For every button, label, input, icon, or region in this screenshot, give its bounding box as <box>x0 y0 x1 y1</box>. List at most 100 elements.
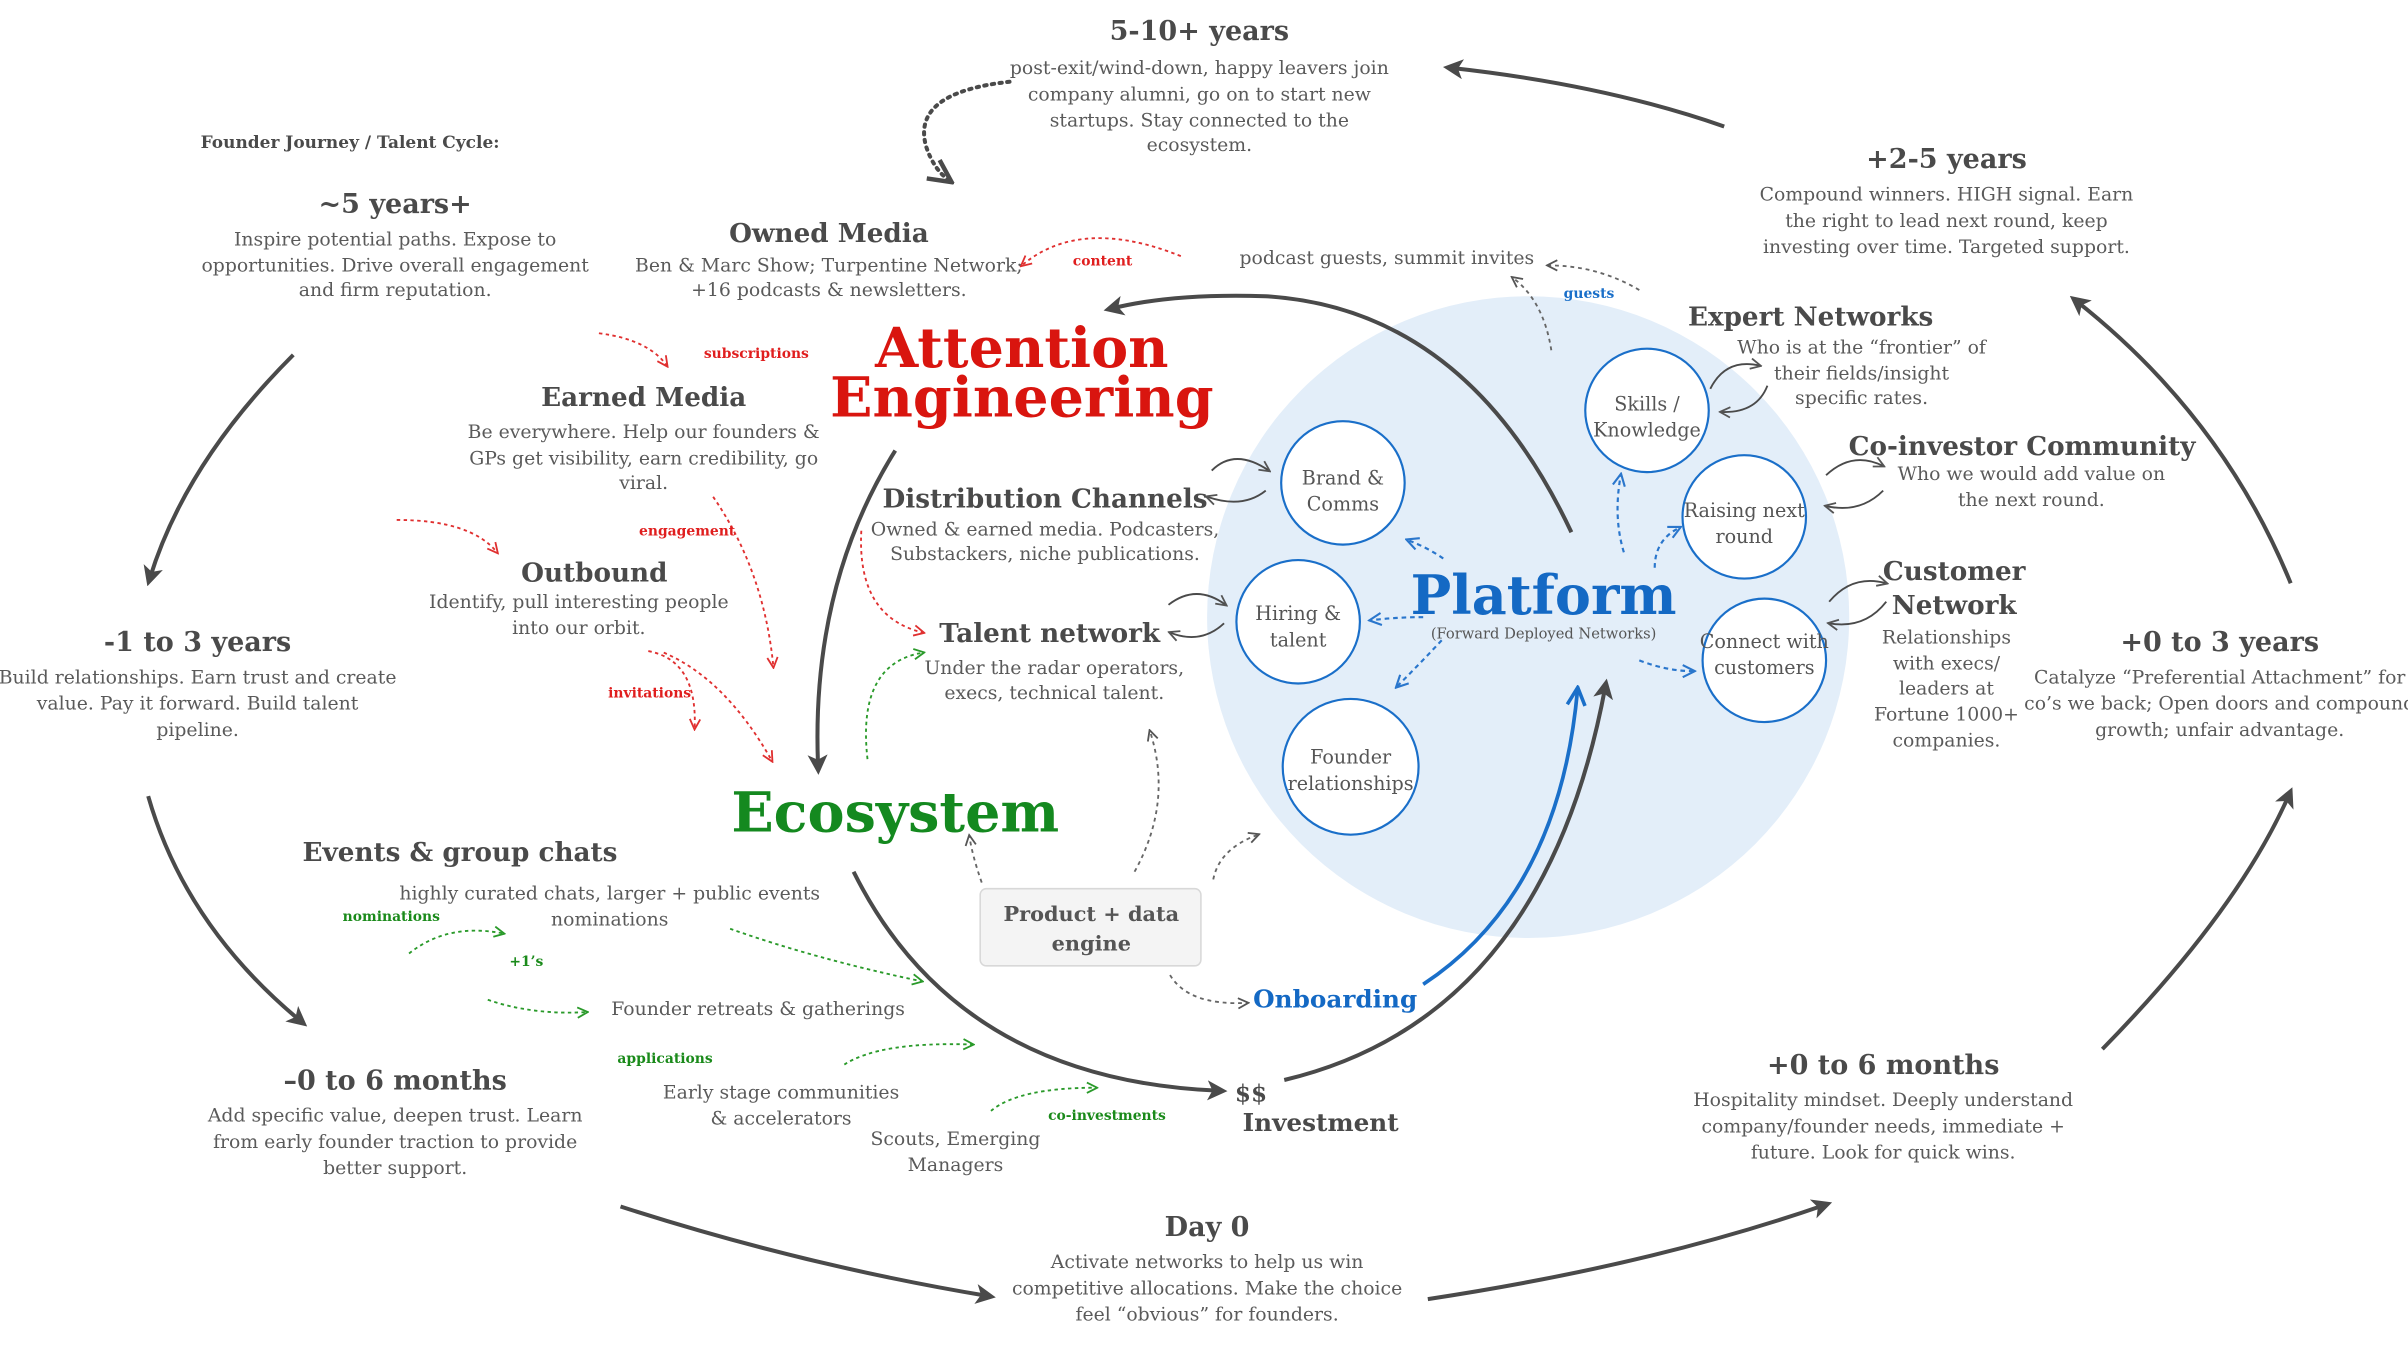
inner-arrow-attention-to-ecosystem <box>807 449 897 775</box>
node-label-line: customers <box>1714 656 1814 679</box>
attention-engineering-title: Attention Engineering <box>830 316 1213 430</box>
ecosystem-to-talent-arrow <box>865 653 923 760</box>
events-block: Events & group chats highly curated chat… <box>303 837 821 931</box>
raising-to-coinvestor-arrow <box>1825 460 1883 476</box>
stage-desc-line: post-exit/wind-down, happy leavers join <box>1010 58 1389 79</box>
cycle-arrow-minus0-to-day0 <box>619 1204 996 1304</box>
stage-desc-line: startups. Stay connected to the <box>1050 111 1349 132</box>
guests-arrow-2 <box>1548 265 1640 291</box>
hiring-to-talent-arrow <box>1170 622 1225 637</box>
podcast-guests-text: podcast guests, summit invites <box>1240 248 1535 269</box>
customer-network-desc-line: Relationships <box>1882 627 2011 648</box>
co-investments-label: co-investments <box>1048 1108 1166 1124</box>
node-circle <box>1584 347 1710 474</box>
stage-title: 5-10+ years <box>1110 16 1289 47</box>
stage-title: +0 to 6 months <box>1767 1050 1999 1081</box>
stage-day-0: Day 0 Activate networks to help us win c… <box>1012 1212 1402 1326</box>
expert-to-skills-arrow <box>1721 385 1769 412</box>
stage-title: +2-5 years <box>1866 144 2027 175</box>
distribution-channels-block: Distribution Channels Owned & earned med… <box>871 484 1219 565</box>
coinvestor-desc-line: the next round. <box>1958 490 2105 511</box>
stage-desc-line: and firm reputation. <box>299 280 492 301</box>
platform-to-skills-arrow <box>1618 475 1624 553</box>
scouts-line: Scouts, Emerging <box>870 1129 1040 1150</box>
expert-desc-line: their fields/insight <box>1774 364 1950 385</box>
inner-arrow-investment-to-platform <box>1283 678 1613 1082</box>
coinvestor-to-raising-arrow <box>1826 489 1884 508</box>
stage-title: Day 0 <box>1165 1212 1250 1243</box>
talent-to-hiring-arrow <box>1167 593 1225 605</box>
talent-network-title: Talent network <box>939 618 1161 649</box>
stage-desc-line: company alumni, go on to start new <box>1028 84 1371 105</box>
node-label-line: Founder <box>1310 746 1392 769</box>
events-title: Events & group chats <box>303 837 618 868</box>
expert-desc-line: specific rates. <box>1795 388 1928 409</box>
invitations-arrow-1 <box>648 650 694 728</box>
stage-plus-2-to-5-years: +2-5 years Compound winners. HIGH signal… <box>1760 144 2134 258</box>
engine-box-bg <box>979 887 1202 967</box>
platform-to-raising-arrow <box>1653 528 1680 568</box>
invitations-arrow-2 <box>663 651 772 761</box>
cycle-arrow-plus03-to-plus25 <box>2069 295 2293 584</box>
stage-5-10-years: 5-10+ years post-exit/wind-down, happy l… <box>1010 16 1389 156</box>
customers-to-network-arrow <box>1828 581 1886 603</box>
engagement-label: engagement <box>639 523 736 539</box>
stage-desc-line: value. Pay it forward. Build talent <box>36 694 359 715</box>
outbound-title: Outbound <box>521 558 667 589</box>
stage-desc-line: Catalyze “Preferential Attachment” for <box>2034 667 2405 688</box>
node-hiring-talent: Hiring & talent <box>1235 558 1361 685</box>
coinvestor-block: Co-investor Community Who we would add v… <box>1849 431 2197 511</box>
engine-to-ecosystem-arrow <box>969 836 983 883</box>
stage-desc-line: Compound winners. HIGH signal. Earn <box>1760 185 2134 206</box>
stage-desc-line: future. Look for quick wins. <box>1751 1143 2016 1164</box>
stage-plus-0-to-3-years: +0 to 3 years Catalyze “Preferential Att… <box>2024 627 2408 741</box>
customer-network-desc-line: leaders at <box>1899 678 1994 699</box>
customer-network-block: Customer Network Relationships with exec… <box>1874 556 2027 752</box>
customer-network-desc-line: companies. <box>1893 731 2001 752</box>
retreats-text: Founder retreats & gatherings <box>611 999 905 1020</box>
brand-to-distribution-arrow <box>1207 489 1267 502</box>
investment-label: Investment <box>1243 1108 1400 1137</box>
distribution-to-brand-arrow <box>1211 458 1269 471</box>
engine-line: engine <box>1052 930 1131 955</box>
content-label: content <box>1073 253 1133 269</box>
plus-ones-label: +1’s <box>509 954 543 970</box>
platform-to-customers-arrow <box>1638 659 1693 671</box>
earned-media-title: Earned Media <box>541 382 746 413</box>
owned-media-desc-line: +16 podcasts & newsletters. <box>691 280 967 301</box>
stage-desc-line: feel “obvious” for founders. <box>1075 1305 1338 1326</box>
customer-network-desc-line: Fortune 1000+ <box>1874 705 2019 726</box>
events-desc-line: highly curated chats, larger + public ev… <box>399 883 820 904</box>
events-to-investment-arrow <box>729 927 921 981</box>
node-circle <box>1235 558 1361 685</box>
stage-minus-1-to-3-years: -1 to 3 years Build relationships. Earn … <box>0 627 396 741</box>
stage-desc-line: growth; unfair advantage. <box>2095 720 2344 741</box>
owned-media-block: Owned Media Ben & Marc Show; Turpentine … <box>635 218 1023 301</box>
node-circle <box>1280 420 1406 546</box>
cycle-arrow-plus0-to-plus03 <box>2100 787 2294 1051</box>
engagement-arrow <box>712 496 773 667</box>
talent-network-block: Talent network Under the radar operators… <box>924 618 1184 704</box>
guests-label: guests <box>1564 286 1615 302</box>
customer-network-title: Network <box>1892 590 2018 621</box>
customer-network-title: Customer <box>1883 556 2027 587</box>
guests-arrow-1 <box>1513 278 1553 351</box>
earned-media-desc-line: GPs get visibility, earn credibility, go <box>469 448 818 469</box>
cycle-arrow-5y-to-minus1 <box>143 353 295 587</box>
cycle-arrow-day0-to-plus0 <box>1427 1199 1833 1302</box>
applications-label: applications <box>617 1051 712 1067</box>
expert-title: Expert Networks <box>1688 302 1933 333</box>
distribution-title: Distribution Channels <box>883 484 1208 515</box>
cycle-arrow-minus1-to-minus0 <box>146 795 308 1027</box>
early-stage-block: Early stage communities & accelerators <box>663 1083 899 1130</box>
subscriptions-arrow <box>598 332 667 365</box>
cycle-arrow-5to10-to-owned <box>922 79 1012 181</box>
stage-desc-line: Activate networks to help us win <box>1050 1252 1364 1273</box>
node-label-line: Hiring & <box>1255 602 1341 625</box>
ecosystem-title: Ecosystem <box>731 781 1059 846</box>
node-brand-comms: Brand & Comms <box>1280 420 1406 546</box>
plus-ones-arrow <box>487 998 587 1013</box>
stage-desc-line: competitive allocations. Make the choice <box>1012 1278 1402 1299</box>
node-label-line: Knowledge <box>1593 419 1701 442</box>
